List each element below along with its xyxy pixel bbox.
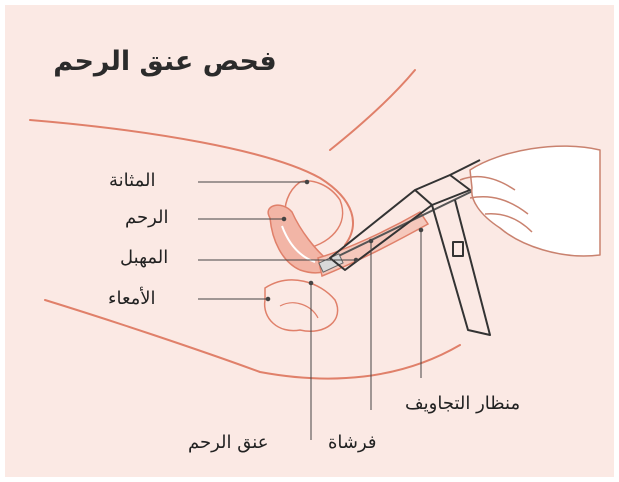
label-speculum: منظار التجاويف	[405, 393, 520, 414]
hand	[460, 146, 600, 256]
label-uterus: الرحم	[125, 207, 169, 228]
label-bladder: المثانة	[109, 170, 155, 191]
label-cervix: عنق الرحم	[188, 432, 268, 453]
label-brush: فرشاة	[328, 432, 377, 453]
label-vagina: المهبل	[120, 247, 168, 268]
body-contour-lower	[45, 300, 460, 379]
intestines-shape	[265, 280, 338, 331]
abdominal-contour	[330, 70, 415, 150]
label-intestines: الأمعاء	[108, 288, 156, 309]
